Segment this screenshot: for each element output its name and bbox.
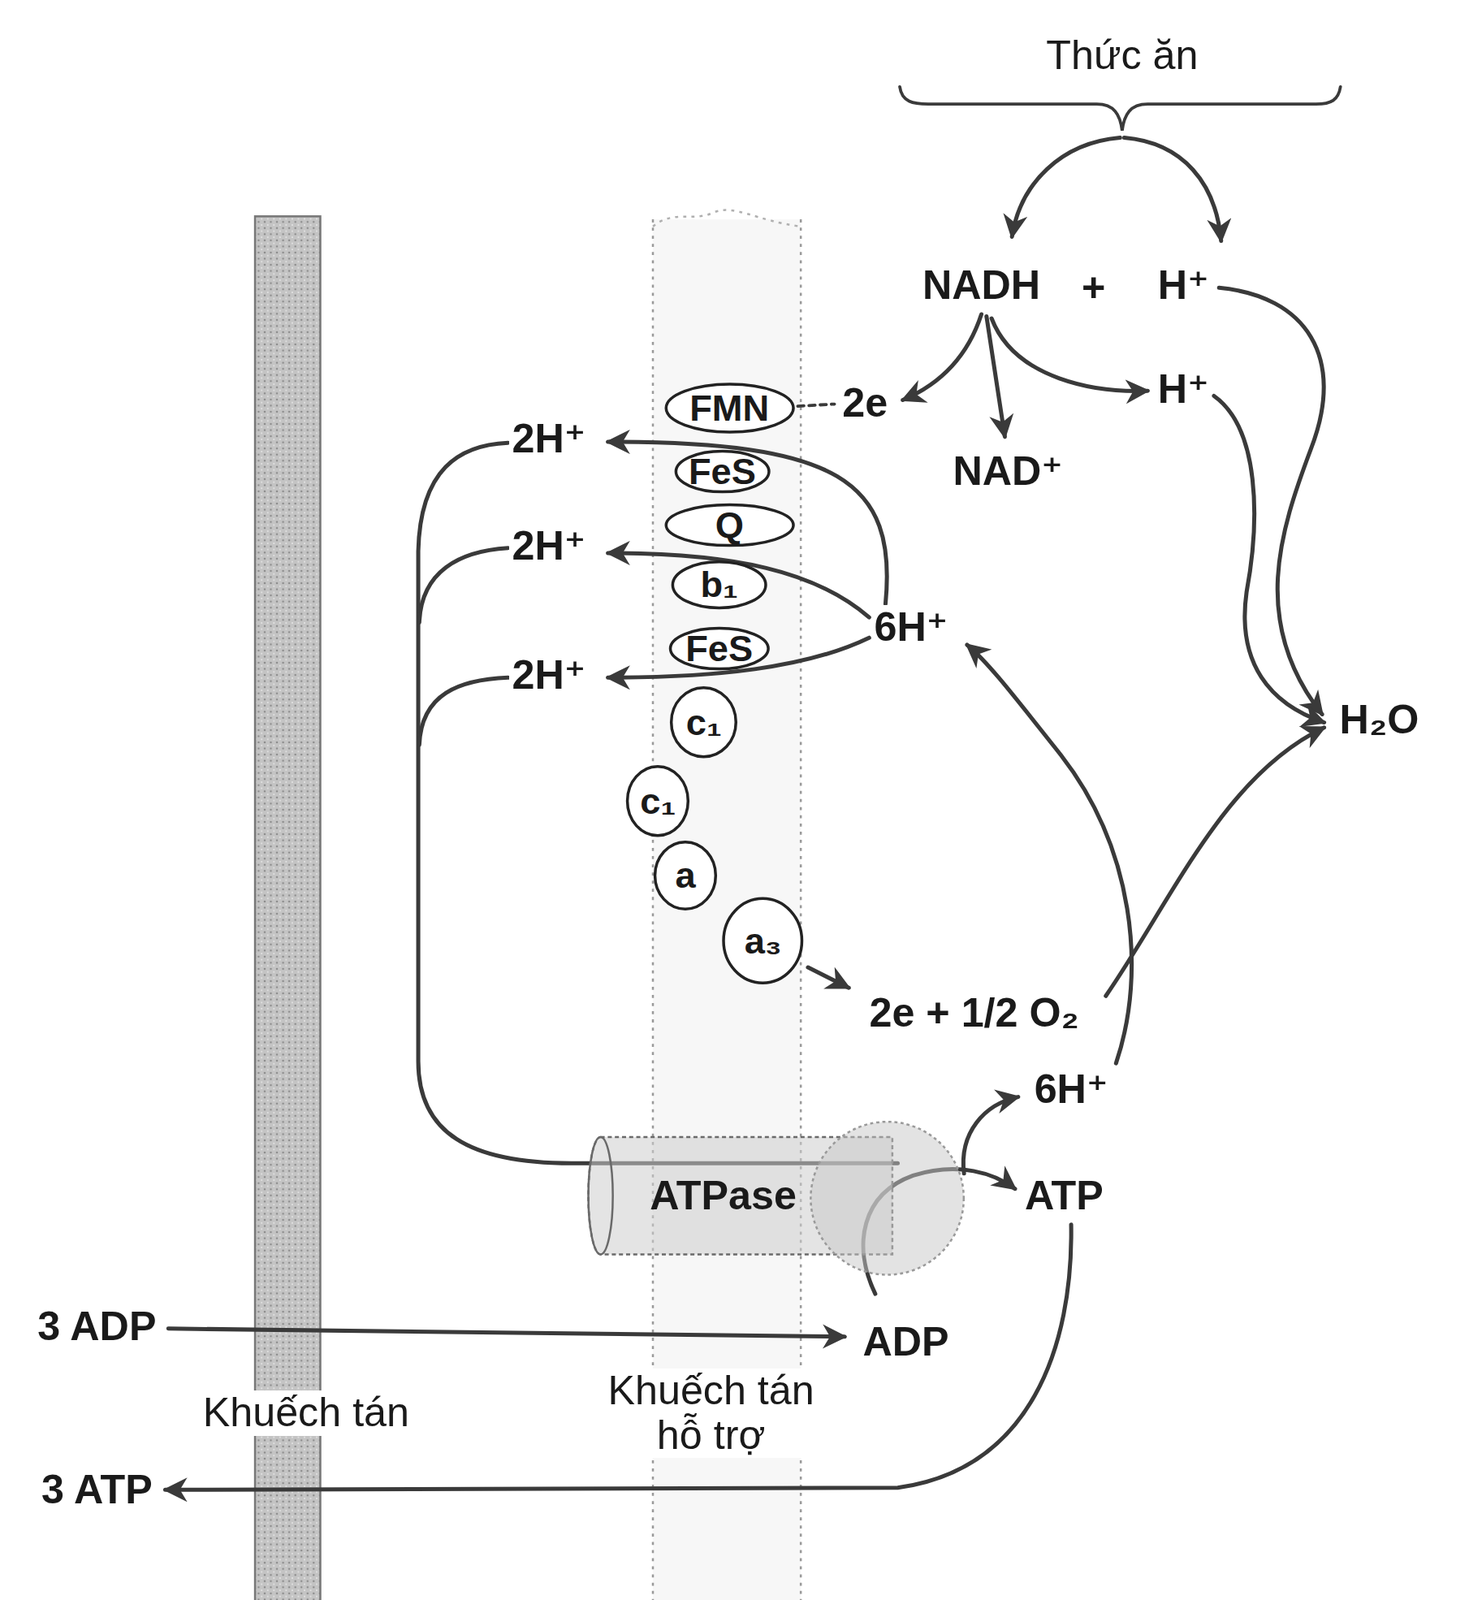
flow-arrow bbox=[168, 1328, 845, 1337]
ellipse-outline bbox=[723, 898, 802, 983]
label-text: Khuếch tán bbox=[200, 1390, 412, 1435]
proton-arrow bbox=[608, 553, 870, 618]
label-text: 2H⁺ bbox=[509, 652, 588, 698]
label-text: 2H⁺ bbox=[509, 416, 588, 462]
node-text: Q bbox=[715, 506, 744, 544]
flow-arrow bbox=[1106, 727, 1325, 996]
flow-arrow bbox=[986, 315, 1006, 437]
label-text: ATP bbox=[1022, 1173, 1107, 1219]
carrier-ellipse: FMN bbox=[663, 382, 796, 434]
flow-arrow bbox=[165, 1224, 1072, 1491]
ellipse-outline bbox=[671, 687, 737, 757]
membrane-top bbox=[652, 210, 801, 227]
node-text: FeS bbox=[685, 630, 753, 667]
label-text: NAD⁺ bbox=[950, 449, 1065, 494]
carrier-ellipse: Q bbox=[663, 503, 796, 547]
carrier-ellipse: a₃ bbox=[721, 895, 804, 986]
node-text: a₃ bbox=[744, 922, 783, 960]
label-text: 2H⁺ bbox=[509, 523, 588, 569]
label-text: ADP bbox=[859, 1319, 951, 1365]
ellipse-outline bbox=[655, 842, 717, 910]
label-text: 6H⁺ bbox=[1032, 1067, 1111, 1112]
ellipse-outline bbox=[672, 561, 766, 609]
ellipse-outline bbox=[669, 628, 769, 670]
electron-link bbox=[797, 404, 834, 407]
label-text: H⁺ bbox=[1155, 263, 1212, 308]
proton-return-line bbox=[419, 548, 508, 623]
carrier-ellipse: a bbox=[653, 839, 718, 912]
proton-return-line bbox=[418, 442, 898, 1163]
ellipse-outline bbox=[627, 766, 689, 836]
carrier-ellipse: FeS bbox=[668, 626, 771, 670]
ellipse-outline bbox=[675, 450, 770, 492]
label-text: Khuếch tán hỗ trợ bbox=[586, 1368, 837, 1459]
label-text: + bbox=[1079, 265, 1108, 311]
carrier-ellipse: FeS bbox=[674, 449, 771, 493]
label-text: NADH bbox=[920, 263, 1043, 308]
node-text: FeS bbox=[688, 453, 757, 490]
flow-arrow bbox=[903, 314, 982, 401]
flow-arrow bbox=[1218, 287, 1324, 714]
label-text: H₂O bbox=[1337, 697, 1422, 743]
electron-arrow bbox=[807, 967, 849, 988]
flow-arrow bbox=[1123, 138, 1221, 242]
label-text: Thức ăn bbox=[1043, 33, 1201, 78]
flow-arrow bbox=[991, 318, 1148, 391]
node-text: b₁ bbox=[699, 565, 738, 603]
flow-arrow bbox=[1011, 138, 1120, 238]
label-text: 6H⁺ bbox=[871, 604, 951, 650]
label-text: 3 ADP bbox=[34, 1304, 159, 1349]
flow-arrow bbox=[1214, 395, 1325, 722]
node-text: FMN bbox=[689, 389, 770, 427]
flow-arrow bbox=[963, 1097, 1018, 1174]
ellipse-outline bbox=[665, 384, 794, 433]
label-text: 2e + 1/2 O₂ bbox=[867, 990, 1082, 1036]
label-text: 2e bbox=[839, 380, 891, 426]
carrier-ellipse: c₁ bbox=[626, 764, 690, 838]
node-text: ATPase bbox=[649, 1175, 797, 1216]
atpase-head bbox=[811, 1121, 964, 1275]
brace bbox=[899, 86, 1341, 131]
ellipse-outline bbox=[665, 505, 794, 546]
carrier-ellipse: c₁ bbox=[669, 685, 738, 759]
node-text: a bbox=[675, 856, 696, 894]
carrier-ellipse: b₁ bbox=[670, 560, 768, 610]
atpase-cylinder: ATPase bbox=[586, 1101, 974, 1290]
node-text: c₁ bbox=[686, 704, 722, 741]
node-text: c₁ bbox=[639, 782, 676, 820]
label-text: H⁺ bbox=[1155, 367, 1212, 412]
cylinder-end bbox=[588, 1136, 614, 1254]
proton-return-line bbox=[419, 677, 508, 745]
label-text: 3 ATP bbox=[38, 1467, 156, 1513]
